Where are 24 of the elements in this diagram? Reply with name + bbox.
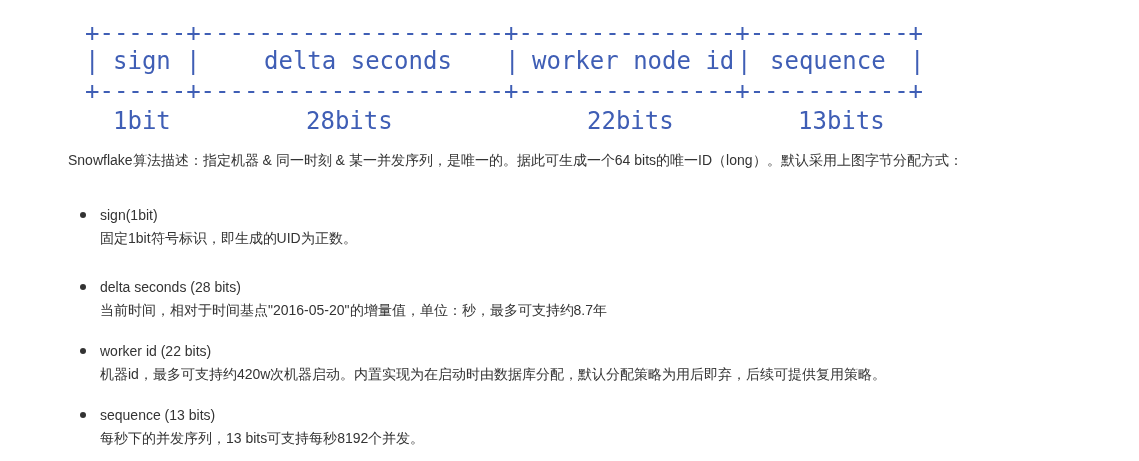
list-item-title: worker id (22 bits) — [100, 342, 212, 361]
bit-width: 28bits — [306, 107, 393, 135]
column-divider: | — [737, 47, 752, 75]
list-item-description: 每秒下的并发序列，13 bits可支持每秒8192个并发。 — [100, 429, 425, 448]
bit-width: 22bits — [587, 107, 674, 135]
bit-width: 1bit — [113, 107, 171, 135]
table-border: +------+---------------------+---------------+-----------+ — [85, 19, 924, 47]
column-divider: | — [910, 47, 925, 75]
column-divider: | — [505, 47, 520, 75]
field-name: sequence — [770, 47, 886, 75]
paragraph: Snowflake算法描述：指定机器 & 同一时刻 & 某一并发序列，是唯一的。据此可生成一个64 bits的唯一ID（long）。默认采用上图字节分配方式： — [68, 151, 964, 170]
column-divider: | — [186, 47, 201, 75]
list-item-description: 机器id，最多可支持约420w次机器启动。内置实现为在启动时由数据库分配，默认分配策略为用后即弃，后续可提供复用策略。 — [100, 365, 887, 384]
list-item-title: delta seconds (28 bits) — [100, 278, 241, 297]
list-item-description: 固定1bit符号标识，即生成的UID为正数。 — [100, 229, 357, 248]
bit-width: 13bits — [798, 107, 885, 135]
field-name: delta seconds — [264, 47, 452, 75]
field-name: sign — [113, 47, 171, 75]
list-item-title: sequence (13 bits) — [100, 406, 216, 425]
list-item-title: sign(1bit) — [100, 206, 158, 225]
field-name: worker node id — [532, 47, 735, 75]
table-border: +------+---------------------+---------------+-----------+ — [85, 77, 924, 105]
column-divider: | — [85, 47, 100, 75]
list-item-description: 当前时间，相对于时间基点"2016-05-20"的增量值，单位：秒，最多可支持约8.7年 — [100, 301, 607, 320]
